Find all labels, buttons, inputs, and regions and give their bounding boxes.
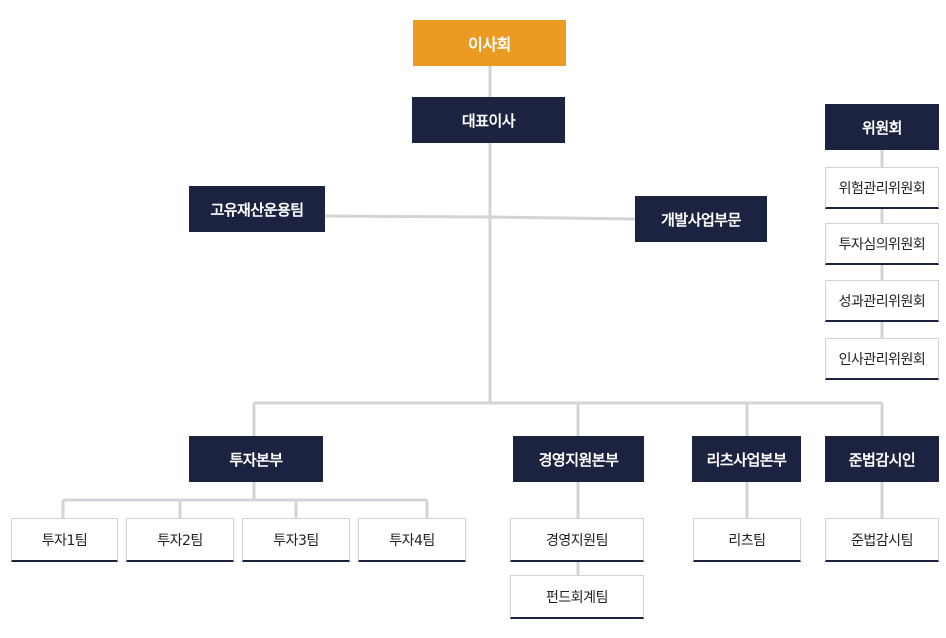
ceo-box: 대표이사 [412, 97, 565, 143]
committee-title-box: 위원회 [825, 104, 939, 150]
division-box: 리츠사업본부 [692, 436, 801, 482]
team-box: 경영지원팀 [510, 518, 644, 562]
team-box: 투자2팀 [126, 518, 234, 562]
team-box: 투자4팀 [358, 518, 466, 562]
team-box: 리츠팀 [693, 518, 801, 562]
team-box: 투자1팀 [11, 518, 118, 562]
right-division-box: 개발사업부문 [635, 196, 767, 242]
division-box: 준법감시인 [825, 436, 939, 482]
left-team-box: 고유재산운용팀 [189, 186, 325, 232]
committee-item: 성과관리위원회 [825, 280, 939, 322]
team-box: 준법감시팀 [825, 518, 939, 562]
division-box: 투자본부 [189, 436, 323, 482]
team-box: 펀드회계팀 [510, 575, 644, 619]
team-box: 투자3팀 [242, 518, 350, 562]
committee-item: 인사관리위원회 [825, 338, 939, 380]
committee-item: 투자심의위원회 [825, 223, 939, 265]
board-box: 이사회 [413, 20, 566, 66]
division-box: 경영지원본부 [513, 436, 644, 482]
committee-item: 위험관리위원회 [825, 167, 939, 209]
